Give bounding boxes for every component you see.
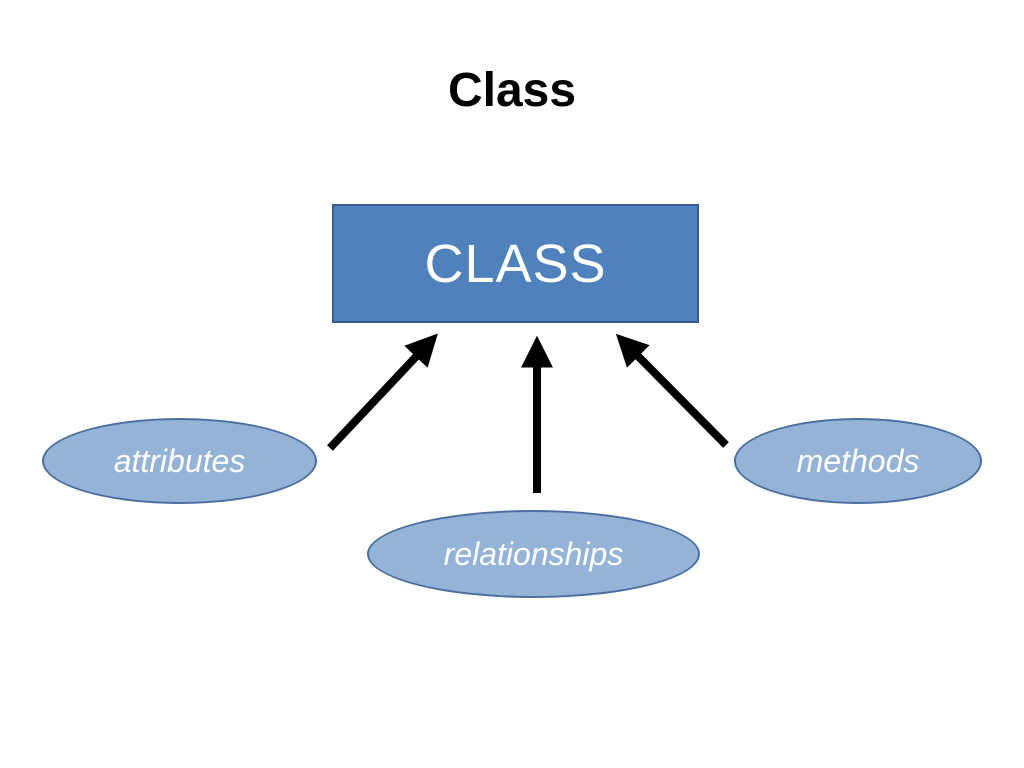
methods-ellipse: methods xyxy=(734,418,982,504)
methods-label: methods xyxy=(796,442,920,479)
arrow-attributes-to-class xyxy=(327,333,438,451)
arrow-methods-to-class xyxy=(615,333,729,448)
relationships-label: relationships xyxy=(443,535,624,572)
relationships-ellipse: relationships xyxy=(367,510,700,598)
class-box: CLASS xyxy=(332,204,699,323)
attributes-ellipse: attributes xyxy=(42,418,317,504)
attributes-label: attributes xyxy=(113,442,246,479)
slide-title: Class xyxy=(447,64,577,117)
class-box-label: CLASS xyxy=(424,233,607,294)
